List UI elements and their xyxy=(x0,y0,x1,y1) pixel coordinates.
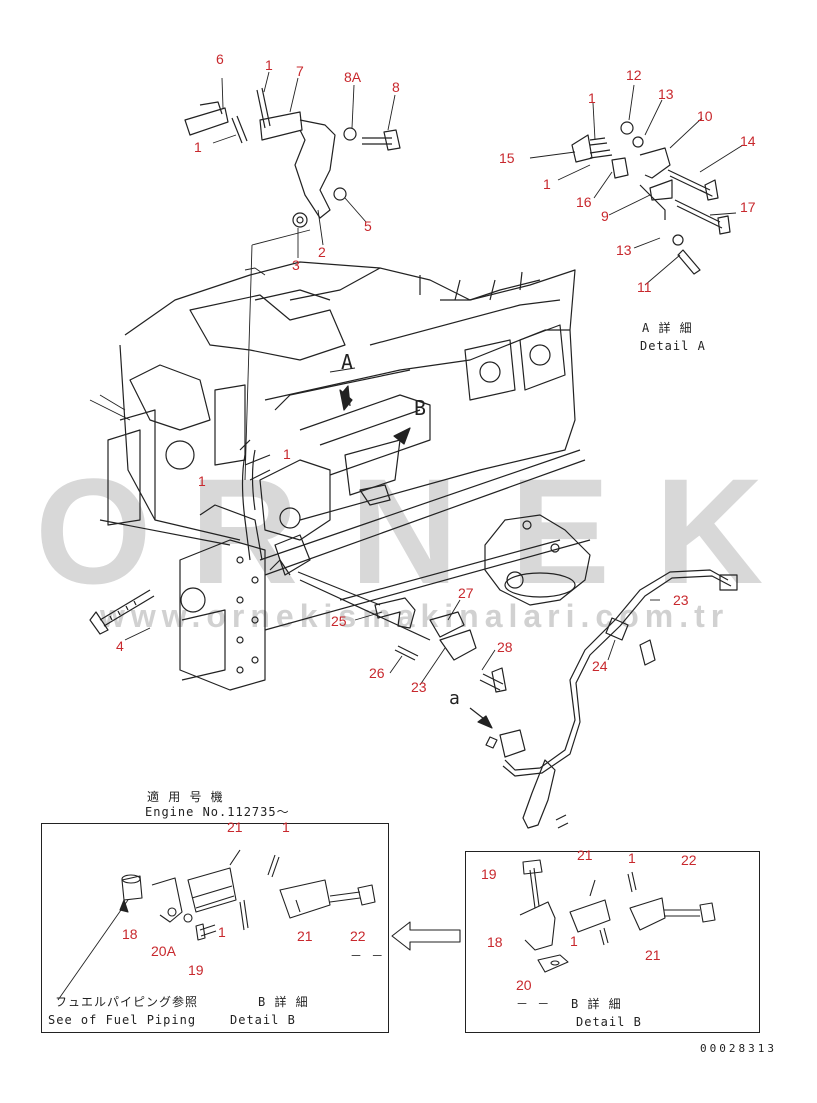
detail-a-title-en: Detail A xyxy=(640,339,706,353)
callout-22: 22 xyxy=(350,928,366,944)
callout-13: 13 xyxy=(616,242,632,258)
view-arrow-b-label: B xyxy=(414,396,428,420)
view-arrow-a-label: A xyxy=(341,350,355,374)
callout-1: 1 xyxy=(218,924,226,940)
callout-20: 20 xyxy=(516,977,532,993)
fuel-tube xyxy=(485,569,738,829)
detail-b-title-jp-left: B 詳 細 xyxy=(258,995,309,1009)
callout-21: 21 xyxy=(227,819,243,835)
callout-18: 18 xyxy=(122,926,138,942)
callout-24: 24 xyxy=(592,658,608,674)
callout-10: 10 xyxy=(697,108,713,124)
applicable-machine-jp: 適 用 号 機 xyxy=(147,790,224,804)
callout-5: 5 xyxy=(364,218,372,234)
dash-marks-left: － － xyxy=(350,949,385,963)
bracket-group-mid xyxy=(269,559,507,693)
callout-1: 1 xyxy=(198,473,206,489)
callout-1: 1 xyxy=(543,176,551,192)
callout-20a: 20A xyxy=(151,943,176,959)
callout-9: 9 xyxy=(601,208,609,224)
callout-1: 1 xyxy=(588,90,596,106)
drawing-number: 00028313 xyxy=(700,1042,777,1055)
callout-23: 23 xyxy=(411,679,427,695)
callout-7: 7 xyxy=(296,63,304,79)
bracket-group-top xyxy=(184,87,401,228)
callout-14: 14 xyxy=(740,133,756,149)
callout-1: 1 xyxy=(283,446,291,462)
callout-27: 27 xyxy=(458,585,474,601)
engine-block xyxy=(99,261,591,631)
callout-1: 1 xyxy=(628,850,636,866)
callout-1: 1 xyxy=(194,139,202,155)
callout-21: 21 xyxy=(577,847,593,863)
engine-number: Engine No.112735～ xyxy=(145,805,290,819)
bolt-4 xyxy=(89,589,155,635)
leader-lines xyxy=(89,71,744,686)
callout-21: 21 xyxy=(297,928,313,944)
fuel-piping-ref-en: See of Fuel Piping xyxy=(48,1013,197,1027)
callout-2: 2 xyxy=(318,244,326,260)
callout-4: 4 xyxy=(116,638,124,654)
callout-21: 21 xyxy=(645,947,661,963)
callout-1: 1 xyxy=(265,57,273,73)
callout-11: 11 xyxy=(637,279,652,295)
callout-15: 15 xyxy=(499,150,515,166)
detail-b-title-en-left: Detail B xyxy=(230,1013,296,1027)
callout-3: 3 xyxy=(292,257,300,273)
detail-b-title-en-right: Detail B xyxy=(576,1015,642,1029)
callout-18: 18 xyxy=(487,934,503,950)
gear-housing xyxy=(179,504,266,691)
callout-13: 13 xyxy=(658,86,674,102)
callout-12: 12 xyxy=(626,67,642,83)
callout-26: 26 xyxy=(369,665,385,681)
detail-b-box-left xyxy=(41,823,389,1033)
detail-b-title-jp-right: B 詳 細 xyxy=(571,997,622,1011)
callout-1: 1 xyxy=(570,933,578,949)
detail-a-title-jp: A 詳 細 xyxy=(642,321,693,335)
detail-b-box-right xyxy=(465,851,760,1033)
callout-8: 8 xyxy=(392,79,400,95)
pointer-arrow-a xyxy=(469,707,489,723)
fuel-piping-ref-jp: フュエルパイピング参照 xyxy=(55,995,199,1009)
view-arrows xyxy=(339,385,493,729)
callout-8a: 8A xyxy=(344,69,362,85)
callout-22: 22 xyxy=(681,852,697,868)
callout-6: 6 xyxy=(216,51,224,67)
injection-pump xyxy=(239,394,431,576)
callout-23: 23 xyxy=(673,592,689,608)
detail-a-group xyxy=(571,121,731,275)
filter-head xyxy=(484,514,591,606)
callout-28: 28 xyxy=(497,639,513,655)
callout-19: 19 xyxy=(481,866,497,882)
connection-a-label: a xyxy=(449,688,461,709)
dash-marks-right: － － xyxy=(516,997,551,1011)
callout-17: 17 xyxy=(740,199,756,215)
callout-19: 19 xyxy=(188,962,204,978)
callout-1: 1 xyxy=(282,819,290,835)
callout-16: 16 xyxy=(576,194,592,210)
callout-25: 25 xyxy=(331,613,347,629)
